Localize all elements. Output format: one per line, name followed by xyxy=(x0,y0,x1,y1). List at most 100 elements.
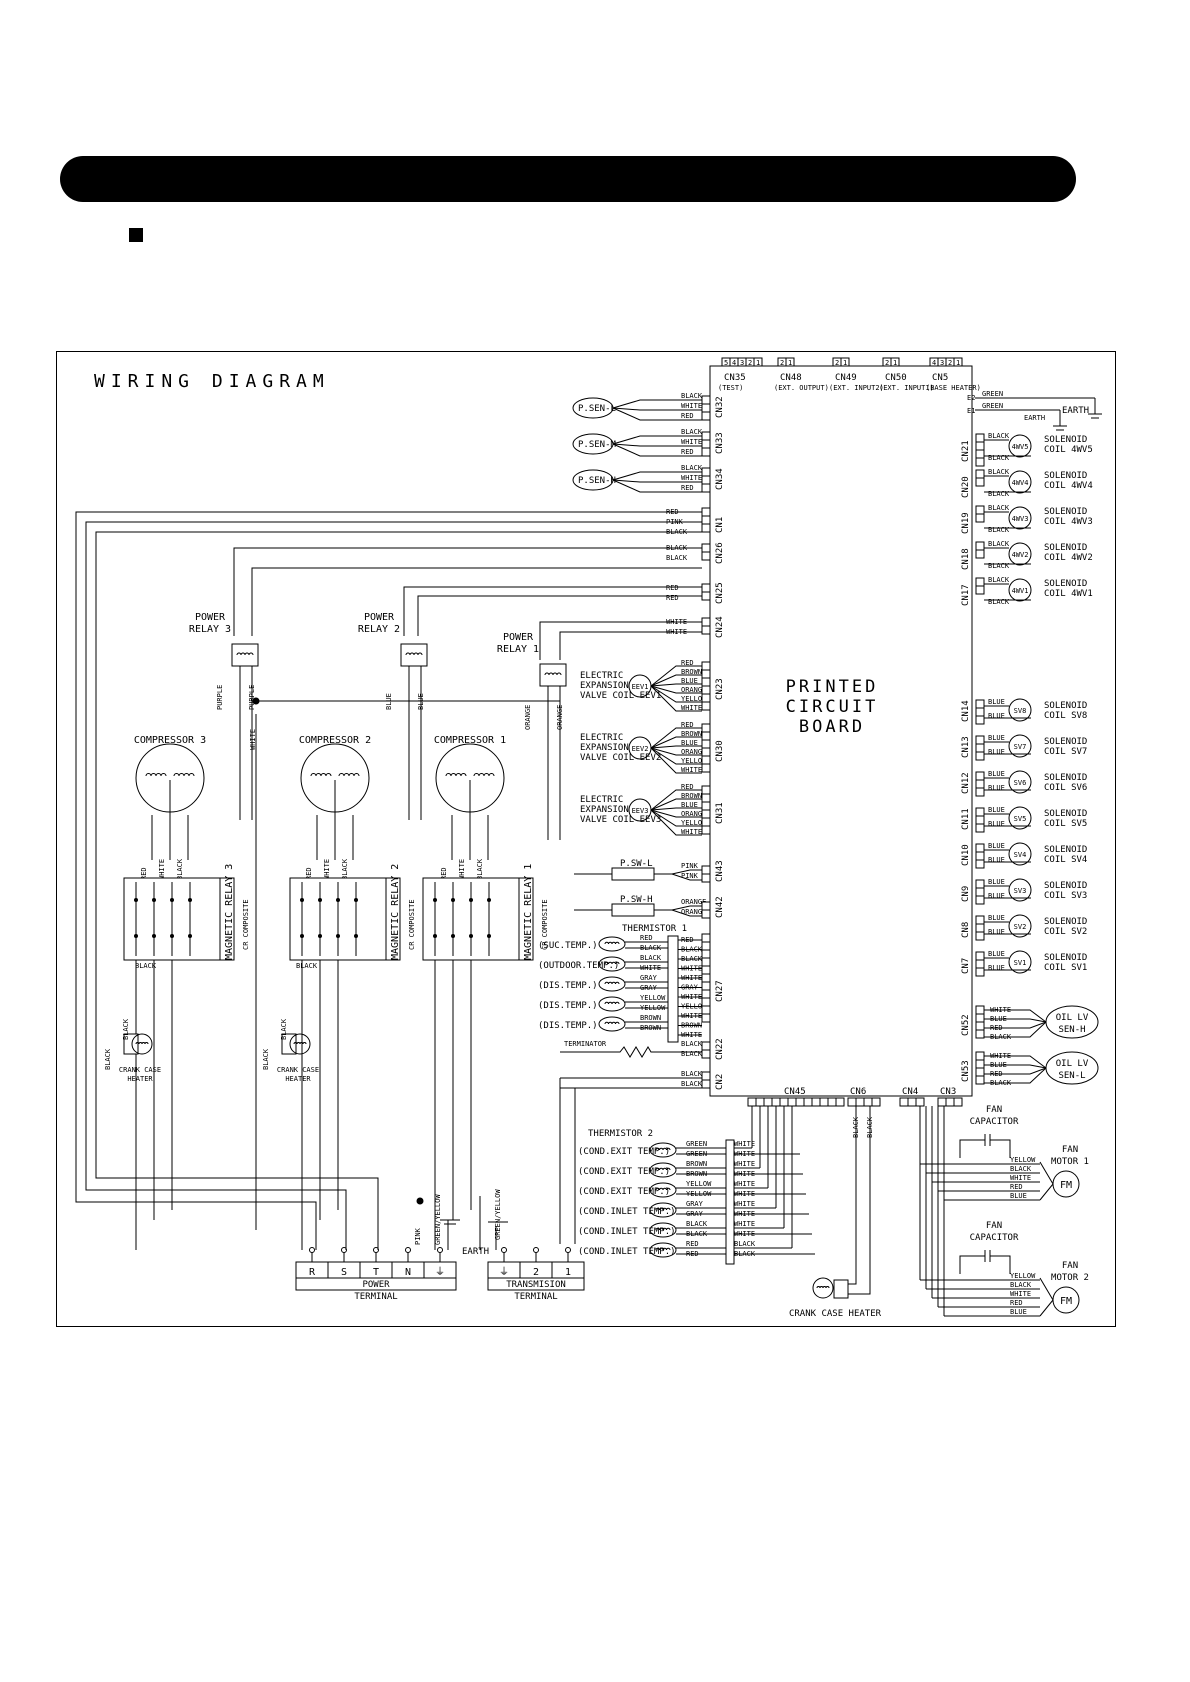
transmission-terminal-label-box xyxy=(487,1277,585,1291)
thermistor-symbol xyxy=(598,996,626,1012)
wire-path xyxy=(990,1255,1011,1274)
wire-color-label: BLACK xyxy=(104,1048,112,1070)
magnetic-relay-label: MAGNETIC RELAY 1 xyxy=(523,864,534,960)
contact-dot xyxy=(487,898,491,902)
eev-label: VALVE COIL EEV2 xyxy=(580,753,661,763)
crank-heater-body xyxy=(123,1033,139,1055)
connector-pins xyxy=(975,441,985,451)
connector-pins xyxy=(975,549,985,559)
wire-color-label: GREEN/YELLOW xyxy=(494,1189,502,1240)
wire-path xyxy=(75,511,702,1250)
connector-name: CN9 xyxy=(961,886,971,902)
connector-pins xyxy=(701,973,711,983)
thermistor2-title: THERMISTOR 2 xyxy=(588,1129,653,1139)
wire-path xyxy=(650,789,702,811)
relay-coil xyxy=(405,652,423,656)
connector-pins xyxy=(975,1029,985,1039)
thermistor1-item-label: (OUTDOOR.TEMP.) xyxy=(538,961,619,971)
wire-color-label: BLUE xyxy=(988,770,1005,778)
connector-pins xyxy=(975,787,985,797)
contact-dot xyxy=(336,898,340,902)
connector-pins xyxy=(975,931,985,941)
relay-wire-color: ORANGE xyxy=(524,705,532,730)
bottom-connector-name: CN4 xyxy=(902,1087,918,1097)
thermistor1-item-label: (DIS.TEMP.) xyxy=(538,1001,598,1011)
contact-dot xyxy=(487,934,491,938)
thermistor1-item-label: (DIS.TEMP.) xyxy=(538,981,598,991)
earth-wire-color: GREEN xyxy=(982,402,1003,410)
connector-pins xyxy=(819,1097,829,1107)
connector-pins xyxy=(701,817,711,827)
terminal-screw xyxy=(533,1247,539,1253)
connector-pins xyxy=(701,865,711,875)
contact-dot xyxy=(354,934,358,938)
connector-pin-number: 1 xyxy=(788,359,792,367)
wire-color-label: BLACK xyxy=(988,526,1010,534)
wire-path xyxy=(650,745,702,749)
connector-pins xyxy=(701,723,711,733)
connector-pin-number: 2 xyxy=(948,359,952,367)
wire-color-label: BLACK xyxy=(852,1116,860,1138)
connector-desc: (TEST) xyxy=(718,384,743,392)
thermistor-symbol xyxy=(649,1142,677,1158)
thermistor-symbol xyxy=(598,1016,626,1032)
earth-e2-label: E2 xyxy=(967,394,975,402)
wire-color-label: BLACK xyxy=(988,432,1010,440)
solenoid-4wv-label: SOLENOID xyxy=(1044,543,1087,553)
earth-wire-color: GREEN xyxy=(982,390,1003,398)
wire-color-label: RED xyxy=(681,783,694,791)
wire-path xyxy=(612,443,702,457)
heater-coil xyxy=(816,1286,830,1289)
connector-pin-number: 2 xyxy=(780,359,784,367)
connector-pins xyxy=(701,801,711,811)
wire-path xyxy=(984,1021,1047,1038)
wire-path xyxy=(650,727,702,749)
connector-pins xyxy=(701,551,711,561)
connector-pins xyxy=(975,951,985,961)
transmission-terminal-label: TERMINAL xyxy=(514,1292,557,1302)
eev-label: ELECTRIC xyxy=(580,671,623,681)
connector-pins xyxy=(975,457,985,467)
connector-pin-number: 3 xyxy=(740,359,744,367)
power-relay-label: RELAY 3 xyxy=(189,624,231,635)
wire-color-label: BLUE xyxy=(1010,1308,1027,1316)
contact-dot xyxy=(188,898,192,902)
thermistor1-item-label: (DIS.TEMP.) xyxy=(538,1021,598,1031)
pcb-label: CIRCUIT xyxy=(786,697,879,717)
contact-dot xyxy=(300,934,304,938)
wire-path xyxy=(403,586,702,636)
wire-color-label: BLACK xyxy=(1010,1281,1032,1289)
thermistor-coil xyxy=(655,1207,671,1211)
wire-color-label: WHITE xyxy=(734,1140,755,1148)
connector-name: CN49 xyxy=(835,373,857,383)
solenoid-sv-label: SOLENOID xyxy=(1044,737,1087,747)
connector-pins xyxy=(975,513,985,523)
thermistor-coil xyxy=(604,961,620,965)
thermistor-symbol xyxy=(649,1182,677,1198)
connector-pins xyxy=(701,693,711,703)
thermistor-symbol xyxy=(649,1222,677,1238)
oil-level-sensor-label: OIL LV xyxy=(1056,1059,1089,1069)
connector-pins xyxy=(975,859,985,869)
solenoid-4wv-name: 4WV3 xyxy=(1012,515,1029,523)
relay-coil-box xyxy=(518,877,534,961)
connector-pins xyxy=(975,771,985,781)
connector-pins xyxy=(975,449,985,459)
wire-path xyxy=(671,869,702,875)
oil-level-sensor-label: OIL LV xyxy=(1056,1013,1089,1023)
wire-color-label: RED xyxy=(681,659,694,667)
connector-name: CN12 xyxy=(961,772,971,794)
power-terminal-label-box xyxy=(295,1277,457,1291)
thermistor2-item-label: (COND.EXIT TEMP.) xyxy=(578,1147,670,1157)
contact-dot xyxy=(152,934,156,938)
compressor-wire-color: WHITE xyxy=(323,859,331,880)
wire-path xyxy=(848,1106,857,1285)
contact-dot xyxy=(433,934,437,938)
wire-path xyxy=(539,621,702,660)
wire-color-label: RED xyxy=(1010,1299,1023,1307)
connector-pins xyxy=(975,1059,985,1069)
wire-color-label: WHITE xyxy=(681,704,702,712)
solenoid-sv-label: COIL SV6 xyxy=(1044,783,1087,793)
wire-color-label: BLUE xyxy=(988,950,1005,958)
